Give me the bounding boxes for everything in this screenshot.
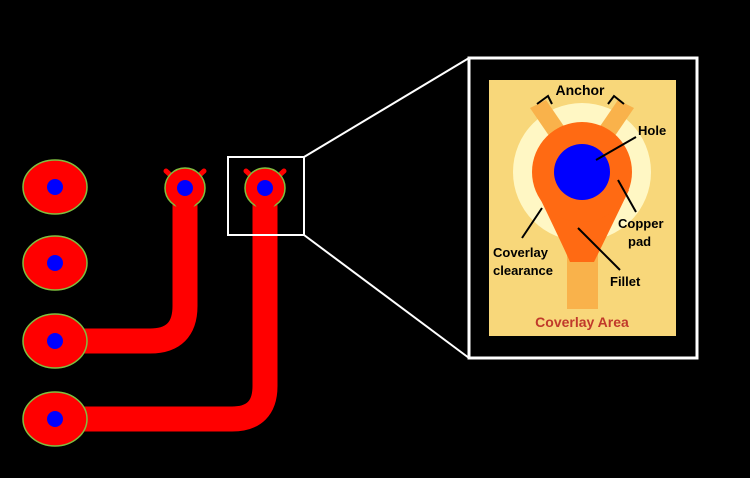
detail-view: Anchor Hole Copper pad Coverlay clearanc… (489, 80, 676, 336)
pad-2 (22, 235, 88, 291)
hole-icon (177, 180, 193, 196)
label-fillet: Fillet (610, 274, 641, 289)
pad-3 (22, 313, 88, 369)
label-copper-pad-1: Copper (618, 216, 664, 231)
label-hole: Hole (638, 123, 666, 138)
zoom-source-box (227, 156, 305, 236)
label-copper-pad-2: pad (628, 234, 651, 249)
hole-icon (47, 255, 63, 271)
label-coverlay-clearance-1: Coverlay (493, 245, 549, 260)
label-coverlay-area: Coverlay Area (535, 314, 629, 330)
label-coverlay-clearance-2: clearance (493, 263, 553, 278)
zoom-line-top (303, 57, 470, 158)
pad-1 (22, 159, 88, 215)
trace-pad3 (55, 188, 198, 354)
hole-icon (257, 180, 273, 196)
callout-lines (521, 94, 637, 271)
hole-icon (47, 179, 63, 195)
trace-pad4 (55, 188, 278, 432)
zoom-line-bottom (303, 234, 470, 359)
hole-icon (554, 144, 610, 200)
hole-icon (47, 333, 63, 349)
anchored-pad-2 (243, 167, 287, 220)
pcb-traces (55, 188, 278, 432)
anchored-pad-1 (163, 167, 207, 220)
hole-icon (47, 411, 63, 427)
pad-column (22, 159, 88, 447)
label-anchor: Anchor (556, 82, 606, 98)
pad-4 (22, 391, 88, 447)
